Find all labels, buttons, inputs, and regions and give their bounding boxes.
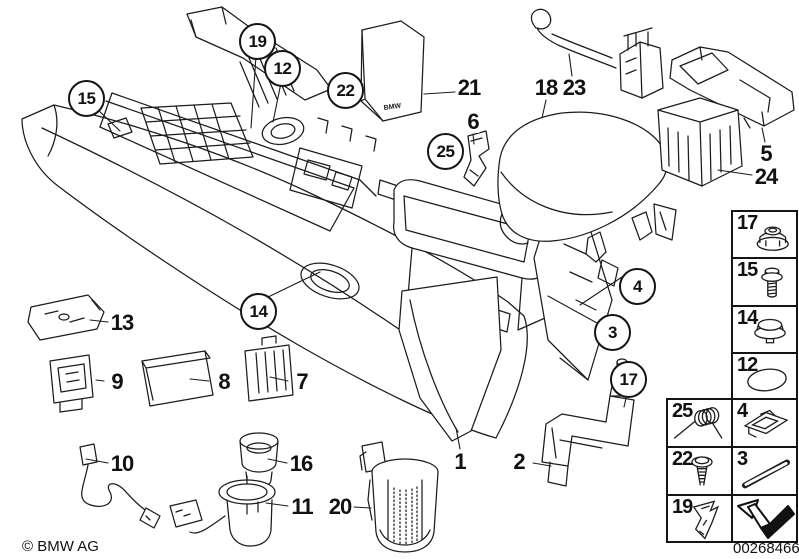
trim-grille-7 bbox=[245, 336, 293, 401]
callout-circle-14[interactable]: 14 bbox=[240, 293, 277, 330]
callout-circle-17[interactable]: 17 bbox=[610, 361, 647, 398]
callout-18[interactable]: 18 bbox=[533, 75, 558, 100]
ref-box-15-label: 15 bbox=[737, 259, 758, 281]
flange-nut-icon bbox=[747, 218, 795, 256]
callout-16[interactable]: 16 bbox=[288, 451, 313, 476]
callout-circle-4[interactable]: 4 bbox=[619, 268, 656, 305]
ref-box-12[interactable]: 12 bbox=[731, 352, 798, 400]
callout-2[interactable]: 2 bbox=[512, 449, 526, 474]
grid-box-22-label: 22 bbox=[672, 448, 693, 470]
socket-16 bbox=[240, 433, 278, 487]
grid-box-arrow[interactable] bbox=[731, 494, 798, 543]
lock-actuator bbox=[620, 28, 663, 98]
ref-box-17-label: 17 bbox=[737, 212, 758, 234]
ref-box-15[interactable]: 15 bbox=[731, 257, 798, 307]
storage-pouch: BMW bbox=[361, 21, 424, 121]
side-panel bbox=[399, 277, 501, 441]
pouch-brand-text: BMW bbox=[383, 103, 402, 112]
grid-box-22[interactable]: 22 bbox=[666, 446, 733, 496]
guide-clip bbox=[464, 131, 489, 186]
ref-box-17[interactable]: 17 bbox=[731, 210, 798, 259]
latch-cable bbox=[531, 9, 616, 68]
callout-circle-12[interactable]: 12 bbox=[264, 50, 301, 87]
pin-rod-icon bbox=[737, 451, 795, 493]
switch-9 bbox=[50, 355, 93, 412]
grid-box-19-label: 19 bbox=[672, 496, 693, 518]
grid-box-25[interactable]: 25 bbox=[666, 398, 733, 448]
callout-13[interactable]: 13 bbox=[109, 310, 134, 335]
ref-box-14-label: 14 bbox=[737, 307, 758, 329]
bracket-13 bbox=[28, 295, 104, 340]
grid-box-25-label: 25 bbox=[672, 400, 693, 422]
lid-8 bbox=[142, 351, 213, 406]
callout-11[interactable]: 11 bbox=[290, 494, 314, 519]
ref-box-12-label: 12 bbox=[737, 354, 758, 376]
callout-circle-15[interactable]: 15 bbox=[68, 80, 105, 117]
callout-10[interactable]: 10 bbox=[109, 451, 134, 476]
callout-21[interactable]: 21 bbox=[456, 75, 481, 100]
coil-spring-icon bbox=[669, 402, 731, 446]
callout-6[interactable]: 6 bbox=[466, 109, 480, 134]
flange-bolt-icon bbox=[750, 262, 794, 304]
cover-cap-icon bbox=[745, 312, 795, 352]
clip-bracket-icon bbox=[737, 401, 795, 445]
socket-11 bbox=[170, 476, 275, 546]
callout-7[interactable]: 7 bbox=[295, 369, 309, 394]
reference-arrow-icon bbox=[736, 498, 796, 540]
document-number: 00268466 bbox=[733, 540, 799, 557]
callout-circle-22[interactable]: 22 bbox=[327, 72, 364, 109]
cupholder bbox=[360, 442, 438, 552]
grid-box-19[interactable]: 19 bbox=[666, 494, 733, 543]
callout-23[interactable]: 23 bbox=[561, 75, 586, 100]
grid-box-3-label: 3 bbox=[737, 448, 748, 470]
spring-clip-icon bbox=[679, 497, 729, 541]
callout-circle-3[interactable]: 3 bbox=[594, 314, 631, 351]
callout-1[interactable]: 1 bbox=[453, 449, 467, 474]
armrest-lid bbox=[498, 112, 676, 286]
callout-9[interactable]: 9 bbox=[110, 369, 124, 394]
callout-8[interactable]: 8 bbox=[217, 369, 231, 394]
leader-lines bbox=[86, 54, 765, 508]
ref-box-14[interactable]: 14 bbox=[731, 305, 798, 354]
rear-tray bbox=[670, 47, 794, 128]
callout-5[interactable]: 5 bbox=[759, 141, 773, 166]
grid-box-4-label: 4 bbox=[737, 400, 748, 422]
grid-box-3[interactable]: 3 bbox=[731, 446, 798, 496]
grid-box-4[interactable]: 4 bbox=[731, 398, 798, 448]
callout-24[interactable]: 24 bbox=[753, 164, 778, 189]
callout-circle-25[interactable]: 25 bbox=[427, 133, 464, 170]
copyright-text: © BMW AG bbox=[22, 538, 99, 555]
oval-seal-icon bbox=[740, 361, 794, 397]
rear-box bbox=[658, 98, 742, 186]
callout-20[interactable]: 20 bbox=[327, 494, 352, 519]
expanding-rivet-icon bbox=[677, 450, 727, 494]
